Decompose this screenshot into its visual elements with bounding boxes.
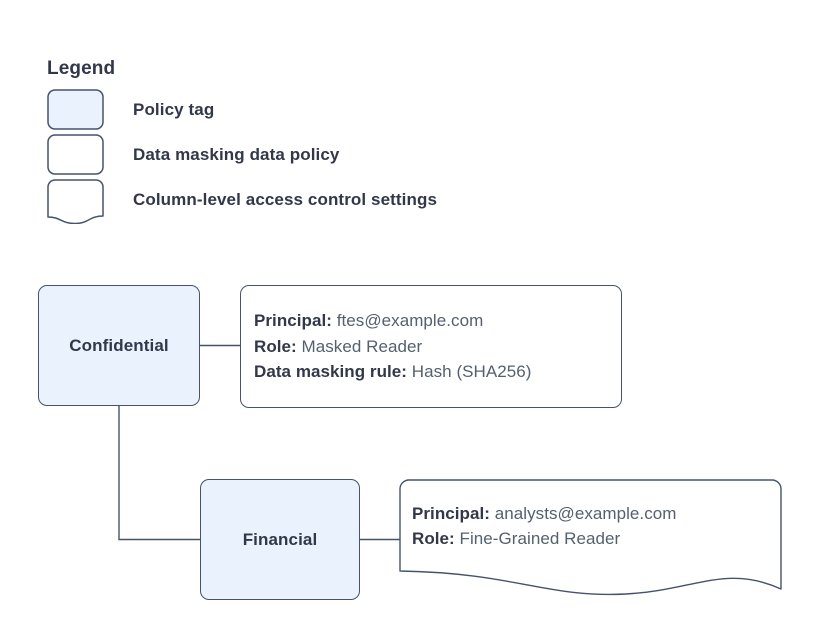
- detail-masking-line-role: Role: Masked Reader: [254, 334, 621, 360]
- column-access-settings-swatch-icon: [47, 179, 104, 225]
- detail-column-access-line-role: Role: Fine-Grained Reader: [412, 526, 785, 552]
- legend-item-data-masking-policy: Data masking data policy: [47, 134, 647, 179]
- legend: Legend Policy tag Data masking data poli…: [47, 58, 647, 225]
- legend-item-column-access-settings-label: Column-level access control settings: [133, 189, 438, 209]
- detail-masking-role-value: Masked Reader: [301, 336, 423, 356]
- detail-masking-rule-value: Hash (SHA256): [411, 362, 532, 382]
- detail-masking-line-rule: Data masking rule: Hash (SHA256): [254, 359, 621, 385]
- node-confidential[interactable]: Confidential: [38, 285, 200, 406]
- node-financial[interactable]: Financial: [200, 479, 360, 600]
- legend-item-data-masking-policy-label: Data masking data policy: [133, 144, 340, 164]
- legend-title: Legend: [47, 58, 116, 79]
- detail-box-column-access-settings[interactable]: Principal: analysts@example.com Role: Fi…: [396, 478, 785, 600]
- detail-masking-line-principal: Principal: ftes@example.com: [254, 308, 621, 334]
- detail-masking-rule-key: Data masking rule:: [254, 362, 408, 382]
- detail-column-access-lines: Principal: analysts@example.com Role: Fi…: [412, 501, 785, 552]
- detail-column-access-role-key: Role:: [412, 529, 455, 548]
- detail-masking-role-key: Role:: [254, 336, 297, 356]
- connector-confidential-to-financial: [118, 406, 200, 541]
- legend-item-policy-tag: Policy tag: [47, 89, 647, 134]
- node-confidential-label: Confidential: [69, 335, 169, 355]
- detail-box-data-masking-policy[interactable]: Principal: ftes@example.com Role: Masked…: [240, 285, 622, 408]
- data-masking-policy-swatch-icon: [47, 134, 104, 175]
- detail-masking-principal-value: ftes@example.com: [336, 311, 484, 331]
- policy-tag-swatch-icon: [47, 89, 104, 130]
- detail-column-access-principal-key: Principal:: [412, 503, 490, 523]
- detail-masking-principal-key: Principal:: [254, 311, 332, 331]
- detail-column-access-line-principal: Principal: analysts@example.com: [412, 501, 785, 527]
- legend-item-policy-tag-label: Policy tag: [133, 99, 215, 119]
- node-financial-label: Financial: [242, 529, 318, 549]
- detail-column-access-role-value: Fine-Grained Reader: [459, 529, 621, 548]
- detail-masking-lines: Principal: ftes@example.com Role: Masked…: [254, 308, 621, 385]
- detail-column-access-principal-value: analysts@example.com: [494, 503, 677, 523]
- legend-item-column-access-settings: Column-level access control settings: [47, 179, 647, 225]
